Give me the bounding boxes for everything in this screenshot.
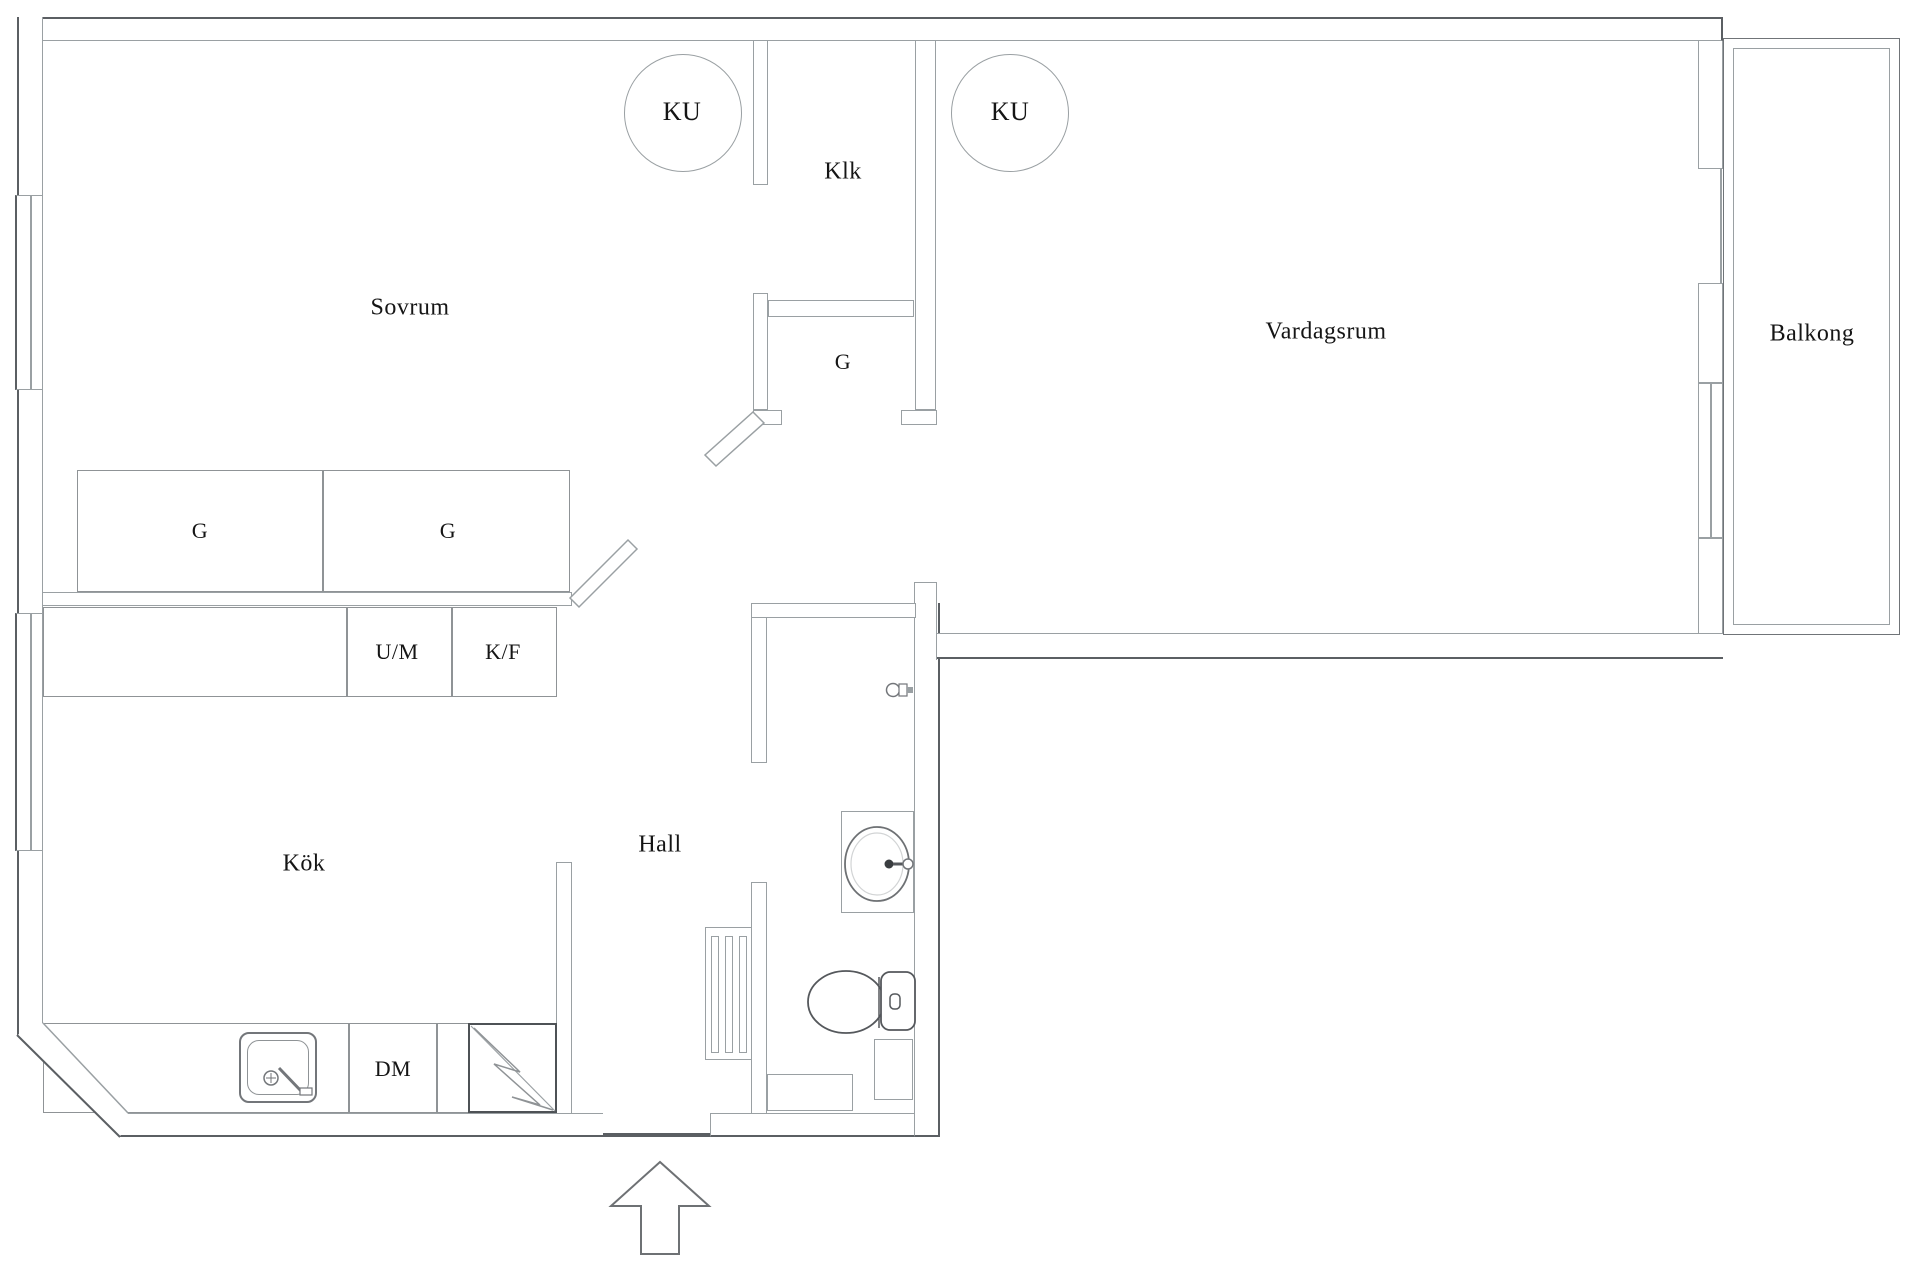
fixture-label-g2: G: [439, 518, 457, 543]
wall: [914, 603, 940, 1137]
wall: [751, 618, 767, 763]
room-label-klk: Klk: [824, 158, 862, 185]
wall: [1698, 538, 1723, 633]
bathroom-cabinet: [767, 1074, 853, 1111]
bathroom-sink-counter: [841, 811, 914, 913]
wall: [710, 1113, 940, 1137]
stove: [468, 1023, 557, 1113]
wall: [768, 300, 914, 317]
wall: [556, 862, 572, 1113]
window: [1720, 169, 1722, 283]
wall: [937, 633, 1723, 659]
fixture-label-g1: G: [191, 518, 209, 543]
wall: [1698, 41, 1723, 169]
wall: [751, 882, 767, 1113]
room-label-balkong: Balkong: [1769, 320, 1855, 347]
fixture-label-ku-2: KU: [990, 97, 1030, 126]
room-label-vardagsrum: Vardagsrum: [1265, 318, 1387, 345]
shower-mixer-icon: [885, 682, 901, 698]
entrance-arrow: [608, 1160, 712, 1255]
fixture-label-um: U/M: [375, 639, 419, 664]
wall: [753, 410, 782, 425]
bedroom-door-leaf: [568, 538, 639, 609]
wall: [914, 582, 937, 660]
fixture-label-ku-1: KU: [662, 97, 702, 126]
kitchen-cabinet-row: [43, 607, 557, 697]
wardrobe-g2: [323, 470, 570, 592]
wall: [1698, 283, 1723, 383]
balcony-inner-outline: [1733, 48, 1890, 625]
fixture-label-g-closet: G: [834, 349, 852, 374]
room-label-kok: Kök: [282, 850, 326, 877]
balcony-door-window: [1698, 383, 1723, 538]
bathroom-niche: [874, 1039, 913, 1100]
tiled-stove-circle: [951, 54, 1069, 172]
wall: [753, 41, 768, 185]
room-label-sovrum: Sovrum: [370, 294, 450, 321]
kitchen-sink-basin: [247, 1040, 309, 1095]
radiator: [705, 927, 752, 1060]
wall: [17, 17, 1723, 41]
wall: [17, 17, 43, 1035]
toilet-bowl: [807, 970, 885, 1034]
wall: [120, 1113, 603, 1137]
entrance-threshold: [603, 1133, 710, 1137]
wardrobe-g1: [77, 470, 323, 592]
window: [15, 613, 43, 851]
fixture-label-kf: K/F: [485, 639, 521, 664]
room-label-hall: Hall: [638, 831, 682, 858]
fixture-label-dm: DM: [374, 1056, 412, 1081]
toilet-tank: [880, 971, 916, 1031]
tiled-stove-circle: [624, 54, 742, 172]
wall: [43, 592, 572, 606]
window: [15, 195, 43, 390]
wall: [901, 410, 937, 425]
wall: [753, 293, 768, 410]
wall: [751, 603, 916, 618]
wall: [915, 41, 936, 410]
